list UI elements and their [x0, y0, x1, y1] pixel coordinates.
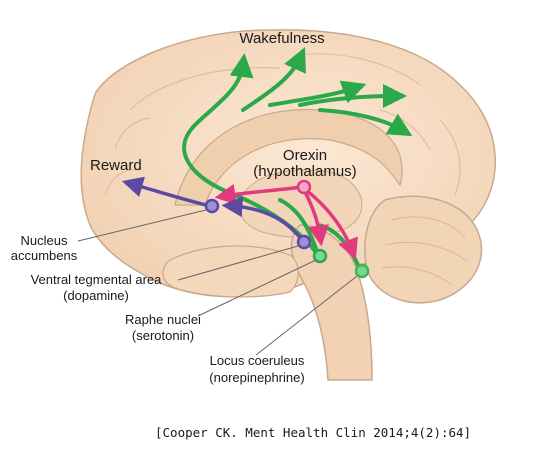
label-nucleus-sub: accumbens — [11, 248, 78, 263]
thalamus — [238, 169, 363, 238]
orexin-node — [296, 179, 312, 195]
vta-node — [296, 234, 312, 250]
leader-lines — [77, 209, 358, 356]
label-vta-sub: (dopamine) — [63, 288, 129, 303]
label-wakefulness: Wakefulness — [239, 30, 324, 47]
locus-coeruleus-node — [354, 263, 370, 279]
raphe-node — [312, 248, 328, 264]
label-nucleus: Nucleus — [21, 233, 68, 248]
label-reward: Reward — [90, 157, 142, 174]
label-locus-sub: (norepinephrine) — [209, 370, 304, 385]
label-orexin: Orexin — [283, 147, 327, 164]
cerebellum-folia — [381, 216, 469, 286]
label-orexin-sub: (hypothalamus) — [253, 163, 356, 180]
label-raphe-sub: (serotonin) — [132, 328, 194, 343]
nucleus-accumbens-node — [204, 198, 220, 214]
label-vta: Ventral tegmental area — [31, 272, 163, 287]
label-locus: Locus coeruleus — [210, 353, 305, 368]
corpus-callosum — [174, 108, 403, 206]
dopamine-pathways — [121, 176, 304, 242]
citation: [Cooper CK. Ment Health Clin 2014;4(2):6… — [155, 425, 472, 440]
cerebellum — [364, 195, 483, 304]
label-raphe: Raphe nuclei — [125, 312, 201, 327]
gyri-lines — [104, 53, 461, 196]
